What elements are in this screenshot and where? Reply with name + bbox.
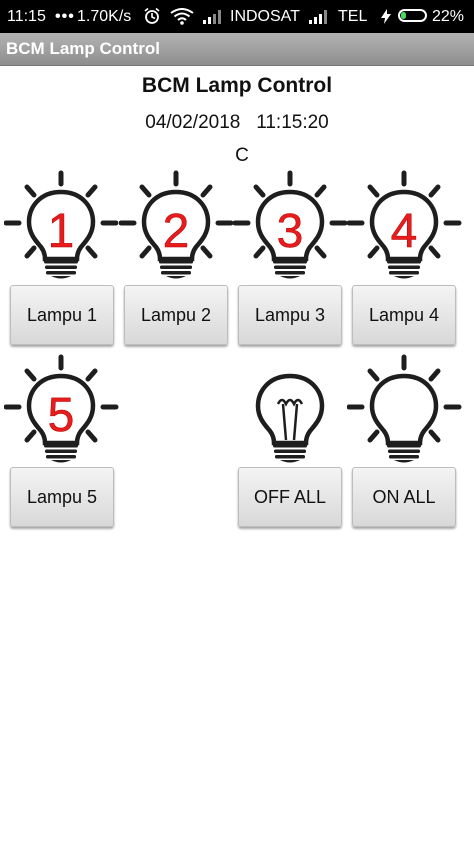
more-notifications-icon: ••• <box>55 8 75 25</box>
lamp-2-number: 2 <box>163 205 190 258</box>
lamp-3-number: 3 <box>277 205 304 258</box>
lamp-2-icon: 2 <box>119 170 235 280</box>
bulb-off-icon <box>233 354 349 464</box>
time-text: 11:15:20 <box>256 112 329 133</box>
lampu-5-button[interactable]: Lampu 5 <box>10 467 114 527</box>
lamp-4-icon: 4 <box>347 170 463 280</box>
lampu-3-button[interactable]: Lampu 3 <box>238 285 342 345</box>
datetime: 04/02/2018 11:15:20 <box>0 112 474 134</box>
lampu-4-button[interactable]: Lampu 4 <box>352 285 456 345</box>
lamp-1-icon: 1 <box>4 170 120 280</box>
app-bar: BCM Lamp Control <box>0 33 474 66</box>
network-speed: 1.70K/s <box>77 8 132 25</box>
lamp-4-number: 4 <box>391 205 418 258</box>
off-all-button[interactable]: OFF ALL <box>238 467 342 527</box>
signal-1-icon <box>203 10 221 24</box>
lamp-5-number: 5 <box>48 389 75 442</box>
lamp-3-icon: 3 <box>233 170 349 280</box>
carrier-1: INDOSAT <box>230 8 300 25</box>
carrier-2: TEL <box>338 8 368 25</box>
signal-2-icon <box>309 10 327 24</box>
lampu-1-button[interactable]: Lampu 1 <box>10 285 114 345</box>
battery-icon <box>398 9 427 22</box>
status-bar: 11:15 ••• 1.70K/s INDOSAT TEL 22% <box>0 0 474 33</box>
status-time: 11:15 <box>7 8 46 25</box>
bulb-on-icon <box>347 354 463 464</box>
lampu-2-button[interactable]: Lampu 2 <box>124 285 228 345</box>
on-all-button[interactable]: ON ALL <box>352 467 456 527</box>
charging-icon <box>381 9 391 24</box>
wifi-icon <box>170 8 194 25</box>
app-bar-title: BCM Lamp Control <box>6 39 160 58</box>
lamp-5-icon: 5 <box>4 354 120 464</box>
date-text: 04/02/2018 <box>145 112 241 133</box>
status-char: C <box>235 145 249 166</box>
page-title: BCM Lamp Control <box>141 74 333 97</box>
battery-percent: 22% <box>432 8 465 25</box>
lamp-1-number: 1 <box>48 205 75 258</box>
alarm-icon <box>144 7 160 24</box>
